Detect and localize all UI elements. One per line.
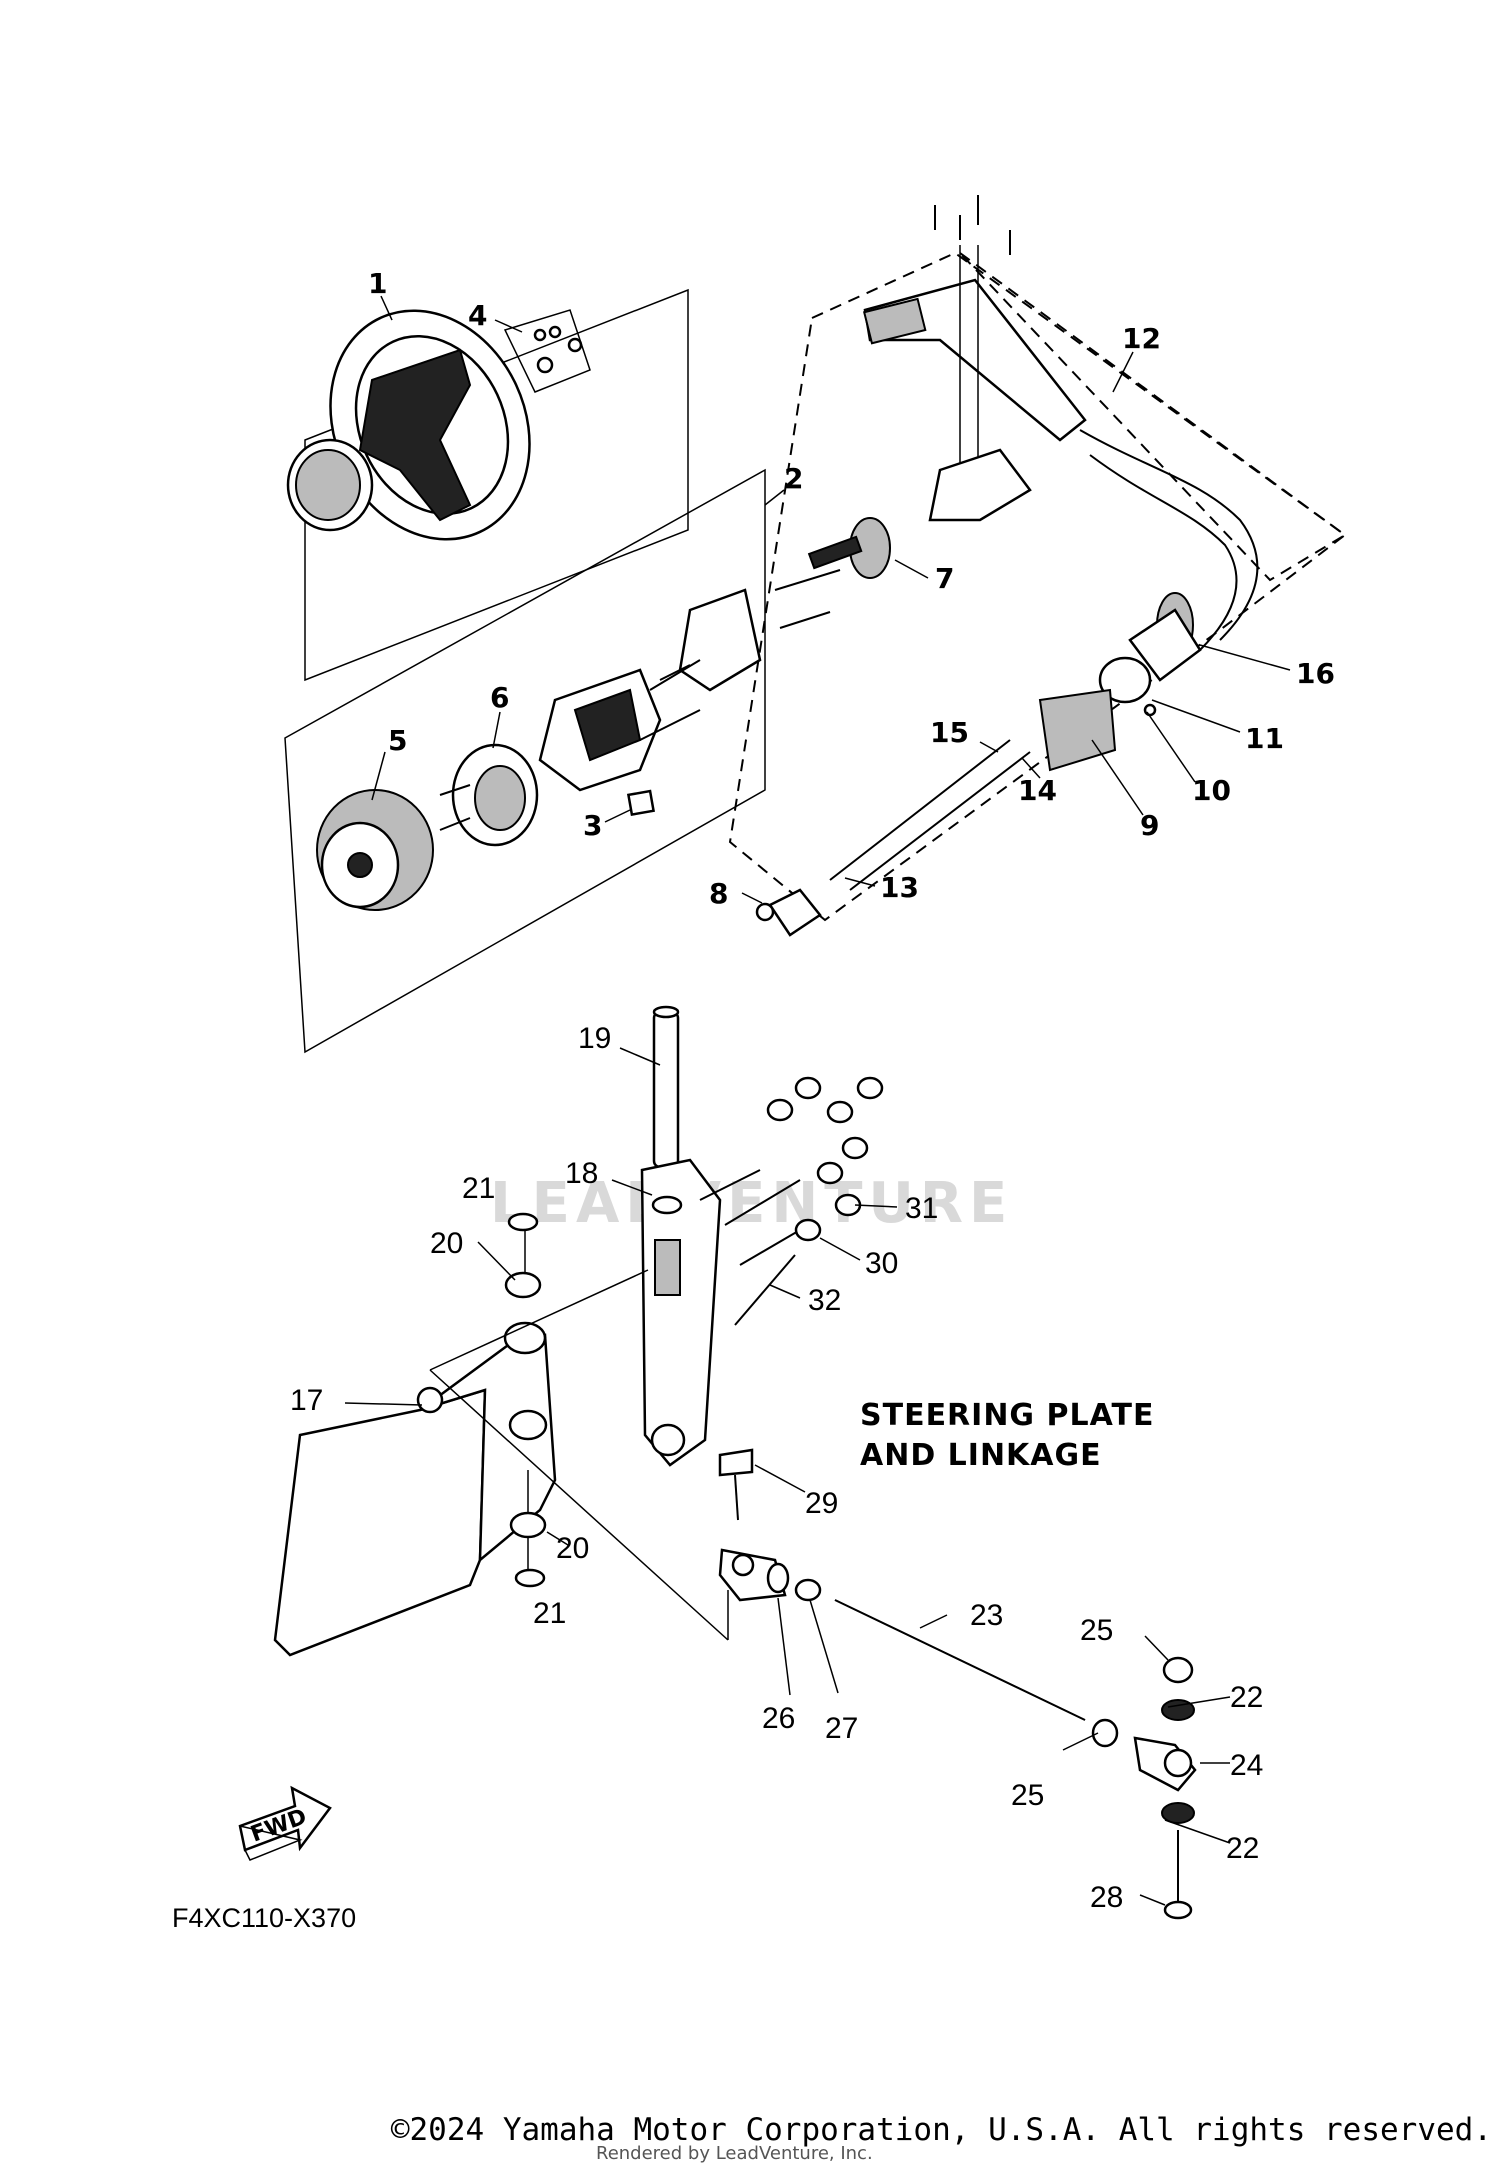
callout-21b: 21 (533, 1597, 566, 1630)
callout-3: 3 (583, 809, 602, 842)
callout-5: 5 (388, 724, 407, 757)
callout-19: 19 (578, 1022, 611, 1055)
callout-20: 20 (430, 1227, 463, 1260)
steering-plate-group (273, 1005, 1197, 1920)
callout-29: 29 (805, 1487, 838, 1520)
callout-25: 25 (1080, 1614, 1113, 1647)
callout-13: 13 (880, 871, 919, 904)
callout-23: 23 (970, 1599, 1003, 1632)
callout-12: 12 (1122, 322, 1161, 355)
callout-10: 10 (1192, 774, 1231, 807)
callout-32: 32 (808, 1284, 841, 1317)
cable-bracket-group (728, 195, 1347, 937)
callout-18: 18 (565, 1157, 598, 1190)
callout-14: 14 (1018, 774, 1057, 807)
callout-25b: 25 (1011, 1779, 1044, 1812)
callout-6: 6 (490, 681, 509, 714)
callout-9: 9 (1140, 809, 1159, 842)
callout-labels: 1 2 3 4 5 6 7 8 9 10 11 12 13 14 15 16 1… (290, 267, 1335, 1914)
helm-assembly-group (284, 468, 766, 1054)
diagram-title-line2: AND LINKAGE (860, 1438, 1102, 1473)
callout-22b: 22 (1226, 1832, 1259, 1865)
callout-31: 31 (905, 1192, 938, 1225)
callout-8: 8 (709, 877, 728, 910)
callout-20b: 20 (556, 1532, 589, 1565)
diagram-title-line1: STEERING PLATE (860, 1398, 1154, 1433)
watermark: LEADVENTURE (490, 1171, 1013, 1236)
callout-28: 28 (1090, 1881, 1123, 1914)
diagram-code: F4XC110-X370 (172, 1903, 356, 1933)
callout-22: 22 (1230, 1681, 1263, 1714)
callout-4: 4 (468, 299, 487, 332)
callout-30: 30 (865, 1247, 898, 1280)
callout-15: 15 (930, 716, 969, 749)
callout-16: 16 (1296, 657, 1335, 690)
callout-2: 2 (784, 462, 803, 495)
callout-26: 26 (762, 1702, 795, 1735)
callout-24: 24 (1230, 1749, 1263, 1782)
callout-7: 7 (935, 562, 954, 595)
fwd-arrow-icon: FWD (238, 1785, 332, 1861)
callout-21: 21 (462, 1172, 495, 1205)
callout-11: 11 (1245, 722, 1284, 755)
callout-27: 27 (825, 1712, 858, 1745)
steering-wheel-group (286, 288, 689, 682)
rendered-by-notice: Rendered by LeadVenture, Inc. (596, 2143, 873, 2164)
copyright-notice: ©2024 Yamaha Motor Corporation, U.S.A. A… (390, 2112, 1492, 2148)
leader-lines (344, 295, 1291, 1906)
washer-screws-4 (503, 309, 591, 393)
callout-1: 1 (368, 267, 387, 300)
callout-17: 17 (290, 1384, 323, 1417)
